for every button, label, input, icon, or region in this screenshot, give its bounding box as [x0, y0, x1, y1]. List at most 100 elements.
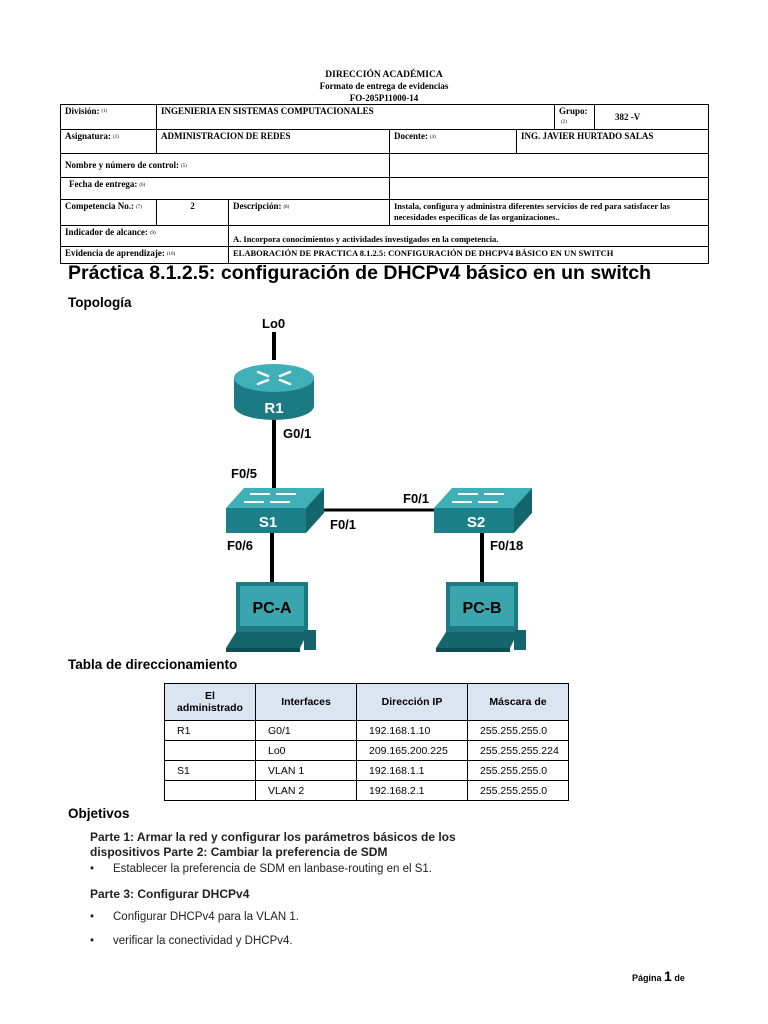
page-footer: Página 1 de [632, 968, 685, 984]
grupo-label: Grupo: [559, 106, 588, 116]
g01-label: G0/1 [283, 426, 311, 441]
objective-bullet2: •Configurar DHCPv4 para la VLAN 1. [90, 911, 299, 923]
descripcion-value: Instala, configura y administra diferent… [388, 199, 710, 227]
asignatura-label-cell: Asignatura:(3) [60, 129, 157, 155]
pc-a-icon [226, 582, 316, 652]
topology-diagram: R1 S1 S2 PC-A [226, 316, 532, 652]
table-row: S1 VLAN 1 192.168.1.1 255.255.255.0 [164, 760, 569, 781]
docente-label-cell: Docente:(4) [389, 129, 517, 155]
table-cell: VLAN 1 [255, 760, 357, 781]
table-row: Lo0 209.165.200.225 255.255.255.224 [164, 740, 569, 761]
objective-bullet1-text: Establecer la preferencia de SDM en lanb… [113, 863, 432, 875]
nombre-value [388, 153, 710, 179]
s1-label: S1 [259, 514, 277, 531]
fecha-value [388, 177, 710, 201]
table-cell: 192.168.1.10 [356, 720, 468, 741]
table-cell [164, 780, 256, 801]
division-label-cell: División:(1) [60, 103, 157, 131]
evidencia-label-cell: Evidencia de aprendizaje:(10) [60, 246, 229, 265]
docente-num: (4) [429, 134, 436, 140]
table-cell: 192.168.2.1 [356, 780, 468, 801]
nombre-label: Nombre y número de control: [65, 160, 179, 171]
table-cell: 255.255.255.0 [467, 780, 569, 801]
practice-title: Práctica 8.1.2.5: configuración de DHCPv… [68, 262, 652, 284]
f06-label: F0/6 [227, 538, 253, 553]
objective-bullet3: •verificar la conectividad y DHCPv4. [90, 935, 293, 947]
objective-bullet1: •Establecer la preferencia de SDM en lan… [90, 863, 432, 875]
page-number: 1 [664, 968, 672, 984]
table-cell: Lo0 [255, 740, 357, 761]
table-cell: 209.165.200.225 [356, 740, 468, 761]
col-header-ip: Dirección IP [356, 683, 468, 721]
competencia-value: 2 [156, 199, 229, 227]
switch-s1-icon [226, 488, 324, 533]
indicador-value: A. Incorpora conocimientos y actividades… [227, 225, 710, 248]
asignatura-value: ADMINISTRACION DE REDES [156, 129, 390, 155]
table-row: VLAN 2 192.168.2.1 255.255.255.0 [164, 780, 569, 801]
division-label: División: [65, 106, 100, 116]
lo0-label: Lo0 [262, 316, 285, 331]
objective-part1: Parte 1: Armar la red y configurar los p… [90, 830, 456, 859]
grupo-value: 382 -V [594, 103, 710, 131]
addressing-table: El administrado Interfaces Dirección IP … [164, 683, 569, 801]
table-cell [164, 740, 256, 761]
objective-bullet3-text: verificar la conectividad y DHCPv4. [113, 935, 293, 947]
s2-f01-label: F0/1 [403, 491, 429, 506]
descripcion-label-cell: Descripción:(8) [228, 199, 390, 227]
docente-label: Docente: [394, 131, 428, 142]
nombre-num: (5) [181, 163, 187, 169]
table-cell: 255.255.255.0 [467, 720, 569, 741]
page-of: de [674, 973, 685, 983]
division-value: INGENIERIA EN SISTEMAS COMPUTACIONALES [155, 103, 556, 131]
pc-b-icon [436, 582, 526, 652]
table-cell: G0/1 [255, 720, 357, 741]
table-row: R1 G0/1 192.168.1.10 255.255.255.0 [164, 720, 569, 741]
competencia-label-cell: Competencia No.:(7) [60, 199, 157, 227]
indicador-label: Indicador de alcance: [65, 227, 148, 238]
r1-label: R1 [264, 400, 283, 417]
table-cell: S1 [164, 760, 256, 781]
evidencia-label: Evidencia de aprendizaje: [65, 248, 165, 259]
docente-value: ING. JAVIER HURTADO SALAS [515, 129, 710, 155]
router-r1-icon [234, 364, 314, 420]
objective-part3: Parte 3: Configurar DHCPv4 [90, 887, 250, 901]
competencia-label: Competencia No.: [65, 201, 134, 212]
fecha-num: (6) [139, 182, 146, 188]
s2-label: S2 [467, 514, 485, 531]
evidencia-num: (10) [166, 251, 176, 257]
s1-f01-label: F0/1 [330, 517, 356, 532]
f05-label: F0/5 [231, 466, 257, 481]
fecha-label: Fecha de entrega: [69, 179, 138, 190]
grupo-label-cell: Grupo: (2) [554, 103, 596, 131]
col-header-device: El administrado [164, 683, 256, 721]
objectives-heading: Objetivos [68, 806, 130, 821]
page-label: Página [632, 973, 662, 983]
table-cell: 255.255.255.0 [467, 760, 569, 781]
pcb-label: PC-B [462, 600, 501, 617]
indicador-num: (9) [149, 230, 156, 236]
descripcion-label: Descripción: [233, 201, 282, 212]
grupo-num: (2) [561, 120, 567, 126]
addressing-heading: Tabla de direccionamiento [68, 657, 238, 672]
indicador-label-cell: Indicador de alcance:(9) [60, 225, 229, 248]
col-header-mask: Máscara de [467, 683, 569, 721]
asignatura-label: Asignatura: [65, 131, 112, 142]
evidencia-value: ELABORACIÓN DE PRACTICA 8.1.2.5: CONFIGU… [227, 246, 710, 265]
header-line2: Formato de entrega de evidencias [319, 81, 449, 91]
table-cell: VLAN 2 [255, 780, 357, 801]
evidence-form-table: División:(1) INGENIERIA EN SISTEMAS COMP… [60, 103, 710, 265]
division-num: (1) [101, 109, 108, 115]
header-line1: DIRECCIÓN ACADÉMICA [325, 70, 443, 80]
table-cell: 192.168.1.1 [356, 760, 468, 781]
pca-label: PC-A [252, 600, 292, 617]
descripcion-num: (8) [283, 204, 290, 210]
col-header-interface: Interfaces [255, 683, 357, 721]
table-cell: 255.255.255.224 [467, 740, 569, 761]
topology-heading: Topología [68, 295, 132, 310]
header-line3: FO-205P11000-14 [349, 93, 419, 103]
nombre-label-cell: Nombre y número de control:(5) [60, 153, 390, 179]
switch-s2-icon [434, 488, 532, 533]
fecha-label-cell: Fecha de entrega:(6) [60, 177, 390, 201]
f018-label: F0/18 [490, 538, 523, 553]
objective-bullet2-text: Configurar DHCPv4 para la VLAN 1. [113, 911, 299, 923]
